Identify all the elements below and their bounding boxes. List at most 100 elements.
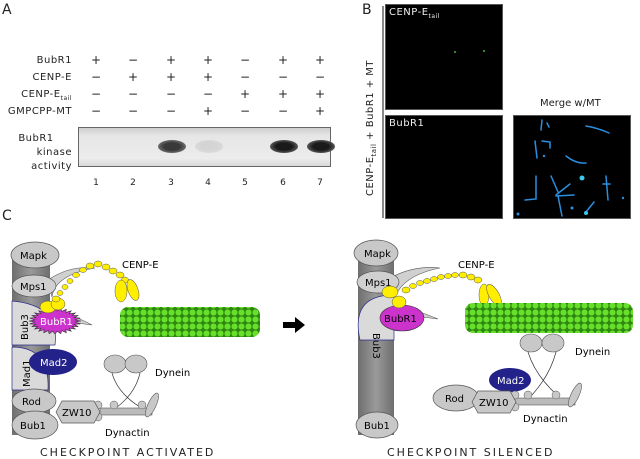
panel-b-side-label: CENP-Etail + BubR1 + MT <box>365 60 378 196</box>
label-dynactin-left: Dynactin <box>105 428 150 439</box>
micrograph-cenpe-tail: CENP-Etail <box>385 4 503 110</box>
minus-sign: − <box>90 70 102 84</box>
label-mad2-right: Mad2 <box>497 376 524 387</box>
condition-row-label: CENP-E <box>32 72 72 83</box>
green-dot <box>454 51 456 53</box>
dynactin-bead <box>137 400 147 410</box>
side-label-rest: + BubR1 + MT <box>365 59 376 140</box>
dynein-stalks <box>527 351 558 396</box>
plus-sign: + <box>239 87 251 101</box>
label-bub1-right: Bub1 <box>364 421 390 432</box>
minus-sign: − <box>314 70 326 84</box>
minus-sign: − <box>90 87 102 101</box>
micrograph-merge <box>513 115 631 219</box>
label-rod-left: Rod <box>22 397 41 408</box>
label-bub3-right: Bub3 <box>370 333 381 359</box>
label-mps1-left: Mps1 <box>20 282 47 293</box>
label-zw10-right: ZW10 <box>479 398 508 409</box>
microtubule-filaments <box>516 119 625 217</box>
label-cenpe-left: CENP-E <box>122 260 159 271</box>
side-label-sub: tail <box>370 143 378 157</box>
label-rod-right: Rod <box>445 394 464 405</box>
dynein-left <box>103 354 148 374</box>
label-bubr1-left: BubR1 <box>40 317 73 328</box>
plus-sign: + <box>127 70 139 84</box>
bub1-shape <box>11 410 59 440</box>
label-bubr1-right: BubR1 <box>384 314 417 325</box>
mad2-shape <box>489 368 531 392</box>
cenpe-right <box>381 271 502 309</box>
lane-number: 5 <box>242 178 248 188</box>
dynein-right <box>519 333 565 353</box>
minus-sign: − <box>127 104 139 118</box>
blot-band <box>307 140 335 153</box>
label-cenpe-right: CENP-E <box>458 260 495 271</box>
plus-sign: + <box>202 70 214 84</box>
merge-title: Merge w/MT <box>540 98 601 109</box>
blot-label: BubR1 kinase activity <box>0 132 72 174</box>
transition-arrow-icon <box>283 317 305 333</box>
panel-c-label: C <box>2 208 12 224</box>
blot-label-line2: kinase activity <box>31 147 72 172</box>
green-dot <box>483 50 485 52</box>
panel-b-label: B <box>362 2 372 18</box>
caption-silenced: CHECKPOINT SILENCED <box>387 446 555 459</box>
dynactin-rod <box>514 397 576 406</box>
micrograph-bubr1: BubR1 <box>385 115 503 219</box>
condition-row-label: BubR1 <box>36 55 72 66</box>
label-mad1-left: Mad1 <box>22 360 33 387</box>
label-mapk-left: Mapk <box>20 251 47 262</box>
lane-number: 2 <box>130 178 136 188</box>
label-dynein-right: Dynein <box>575 347 610 358</box>
bub1-shape <box>355 411 399 439</box>
label-zw10-left: ZW10 <box>62 408 91 419</box>
condition-row-label: CENP-Etail <box>21 89 72 102</box>
minus-sign: − <box>127 87 139 101</box>
plus-sign: + <box>165 70 177 84</box>
plus-sign: + <box>202 53 214 67</box>
label-bub3-left: Bub3 <box>20 314 31 340</box>
label-mad2-left: Mad2 <box>40 358 67 369</box>
minus-sign: − <box>127 53 139 67</box>
mps1-shape <box>11 274 57 298</box>
plus-sign: + <box>314 104 326 118</box>
blot-band <box>158 140 186 153</box>
checkpoint-silenced-diagram: Mapk Mps1 Bub3 BubR1 CENP-E Dynein Bub1 … <box>353 239 633 439</box>
mps1-wing <box>391 267 441 296</box>
minus-sign: − <box>277 104 289 118</box>
minus-sign: − <box>239 104 251 118</box>
dynactin-bead <box>109 400 119 410</box>
cenpe-left <box>39 260 140 314</box>
label-bub1-left: Bub1 <box>20 421 46 432</box>
blot-band <box>270 140 298 153</box>
caption-activated: CHECKPOINT ACTIVATED <box>40 446 216 459</box>
dynactin-bead <box>551 390 561 400</box>
blot-label-line1: BubR1 <box>18 133 54 144</box>
lane-number: 3 <box>168 178 174 188</box>
lane-number: 4 <box>205 178 211 188</box>
label-mapk-right: Mapk <box>364 249 391 260</box>
dynactin-rod <box>99 407 153 416</box>
zw10-shape <box>55 400 101 424</box>
label-mps1-right: Mps1 <box>365 278 392 289</box>
lane-number: 7 <box>317 178 323 188</box>
panel-a-label: A <box>2 2 12 18</box>
plus-sign: + <box>314 87 326 101</box>
minus-sign: − <box>165 104 177 118</box>
checkpoint-diagram: Mapk Mps1 Bub3 Mad1 Mad2 BubR1 CENP-E Dy… <box>10 239 633 440</box>
dynactin-end <box>568 382 582 408</box>
micrograph-bubr1-label: BubR1 <box>389 118 425 129</box>
lane-number: 6 <box>280 178 286 188</box>
label-dynein-left: Dynein <box>155 368 190 379</box>
minus-sign: − <box>165 87 177 101</box>
mapk-shape <box>10 241 60 269</box>
western-blot <box>78 127 335 167</box>
condition-row-label: GMPCPP-MT <box>7 106 72 117</box>
micrograph-cenpe-tail-label: CENP-Etail <box>389 7 440 20</box>
zw10-shape <box>471 390 517 414</box>
plus-sign: + <box>165 53 177 67</box>
plus-sign: + <box>277 53 289 67</box>
microtubule-left <box>120 307 260 337</box>
side-label-main: CENP-E <box>365 156 376 196</box>
mad2-shape <box>29 349 77 375</box>
